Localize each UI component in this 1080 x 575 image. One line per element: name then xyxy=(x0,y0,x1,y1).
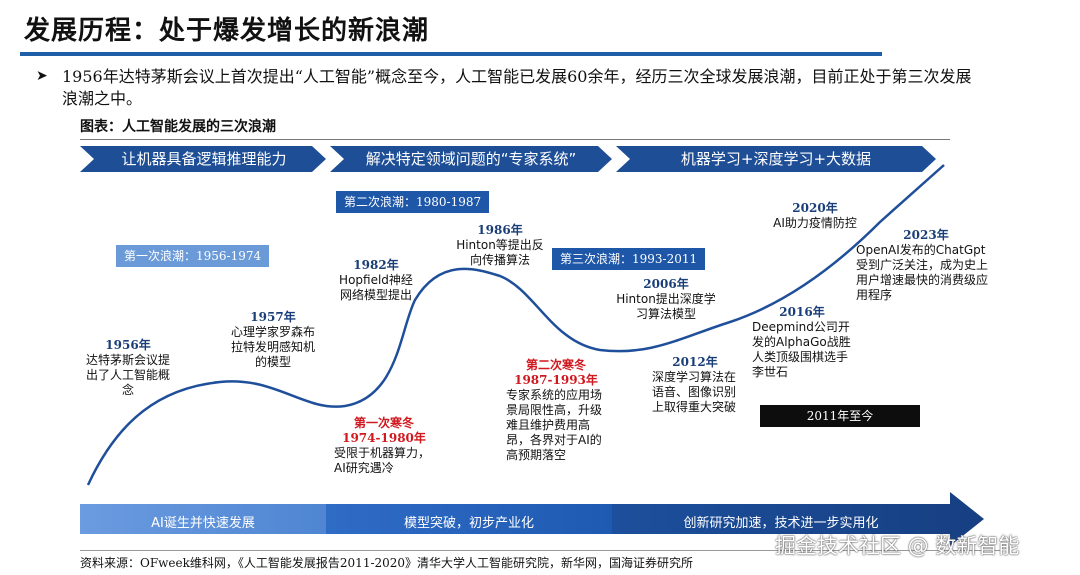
event-1956-desc: 达特茅斯会议提出了人工智能概念 xyxy=(86,353,171,397)
event-1982-year: 1982年 xyxy=(353,258,399,272)
figure-caption-divider xyxy=(80,139,950,140)
first-winter: 第一次寒冬 1974-1980年 受限于机器算力，AI研究遇冷 xyxy=(334,416,434,476)
top-stage-1-shape xyxy=(80,146,326,172)
second-winter-name: 第二次寒冬 xyxy=(525,358,586,372)
event-1957: 1957年 心理学家罗森布拉特发明感知机的模型 xyxy=(228,310,318,370)
top-stage-2-shape xyxy=(330,146,612,172)
event-1982: 1982年 Hopfield神经网络模型提出 xyxy=(334,258,418,303)
development-curve xyxy=(86,164,945,486)
third-wave-badge: 第三次浪潮：1993-2011 xyxy=(552,248,706,270)
event-2020-year: 2020年 xyxy=(792,201,838,215)
event-2012: 2012年 深度学习算法在语音、图像识别上取得重大突破 xyxy=(652,355,738,415)
event-2020-desc: AI助力疫情防控 xyxy=(773,216,857,230)
event-1982-desc: Hopfield神经网络模型提出 xyxy=(339,273,413,302)
event-1957-desc: 心理学家罗森布拉特发明感知机的模型 xyxy=(230,325,315,369)
source-note: 资料来源：OFweek维科网，《人工智能发展报告2011-2020》清华大学人工… xyxy=(80,556,694,570)
top-stage-3-label: 机器学习+深度学习+大数据 xyxy=(680,150,872,168)
watermark: 掘金技术社区 @ 数新智能 xyxy=(775,534,1020,558)
second-winter-desc: 专家系统的应用场景局限性高，升级难且维护费用高昂，各界对于AI的高预期落空 xyxy=(506,388,603,462)
source-divider xyxy=(80,550,1000,551)
bottom-stage-2-label: 模型突破，初步产业化 xyxy=(403,516,534,531)
bottom-stage-2-shape xyxy=(326,504,612,534)
event-2012-desc: 深度学习算法在语音、图像识别上取得重大突破 xyxy=(652,370,737,414)
event-1957-year: 1957年 xyxy=(250,310,296,324)
event-2006-desc: Hinton提出深度学习算法模型 xyxy=(616,292,716,321)
bottom-stage-3-label: 创新研究加速，技术进一步实用化 xyxy=(683,516,879,531)
event-2023-desc: OpenAI发布的ChatGpt受到广泛关注，成为史上用户增速最快的消费级应用程… xyxy=(856,243,989,302)
first-winter-desc: 受限于机器算力，AI研究遇冷 xyxy=(334,446,431,475)
bullet-marker: ➤ xyxy=(36,68,48,84)
event-1986-desc: Hinton等提出反向传播算法 xyxy=(456,238,544,267)
event-2023: 2023年 OpenAI发布的ChatGpt受到广泛关注，成为史上用户增速最快的… xyxy=(856,228,996,303)
top-stage-2-label: 解决特定领域问题的“专家系统” xyxy=(365,150,577,168)
first-winter-years: 1974-1980年 xyxy=(342,431,426,445)
intro-paragraph: 1956年达特茅斯会议上首次提出“人工智能”概念至今，人工智能已发展60余年，经… xyxy=(62,67,972,108)
event-1986: 1986年 Hinton等提出反向传播算法 xyxy=(454,223,546,268)
event-1986-year: 1986年 xyxy=(477,223,523,237)
event-2006-year: 2006年 xyxy=(643,277,689,291)
event-2016: 2016年 Deepmind公司开发的AlphaGo战胜人类顶级围棋选手李世石 xyxy=(752,305,852,380)
bottom-stage-1-shape xyxy=(80,504,326,534)
event-1956-year: 1956年 xyxy=(105,338,151,352)
second-winter-years: 1987-1993年 xyxy=(514,373,598,387)
first-winter-name: 第一次寒冬 xyxy=(353,416,414,430)
top-stage-3-shape xyxy=(616,146,936,172)
event-2016-year: 2016年 xyxy=(779,305,825,319)
top-stage-1-label: 让机器具备逻辑推理能力 xyxy=(121,150,287,168)
second-winter: 第二次寒冬 1987-1993年 专家系统的应用场景局限性高，升级难且维护费用高… xyxy=(506,358,606,463)
since-2011-badge: 2011年至今 xyxy=(760,405,920,427)
event-2012-year: 2012年 xyxy=(672,355,718,369)
event-2020: 2020年 AI助力疫情防控 xyxy=(760,201,870,231)
event-2016-desc: Deepmind公司开发的AlphaGo战胜人类顶级围棋选手李世石 xyxy=(752,320,851,379)
page-title: 发展历程：处于爆发增长的新浪潮 xyxy=(24,16,430,46)
first-wave-badge: 第一次浪潮：1956-1974 xyxy=(116,245,270,267)
event-2023-year: 2023年 xyxy=(903,228,949,242)
title-divider xyxy=(20,52,882,56)
bottom-stage-1-label: AI诞生并快速发展 xyxy=(151,516,255,531)
event-2006: 2006年 Hinton提出深度学习算法模型 xyxy=(616,277,716,322)
bottom-stage-3-shape xyxy=(612,492,984,546)
figure-caption: 图表：人工智能发展的三次浪潮 xyxy=(80,119,276,135)
second-wave-badge: 第二次浪潮：1980-1987 xyxy=(336,191,490,213)
event-1956: 1956年 达特茅斯会议提出了人工智能概念 xyxy=(86,338,170,398)
